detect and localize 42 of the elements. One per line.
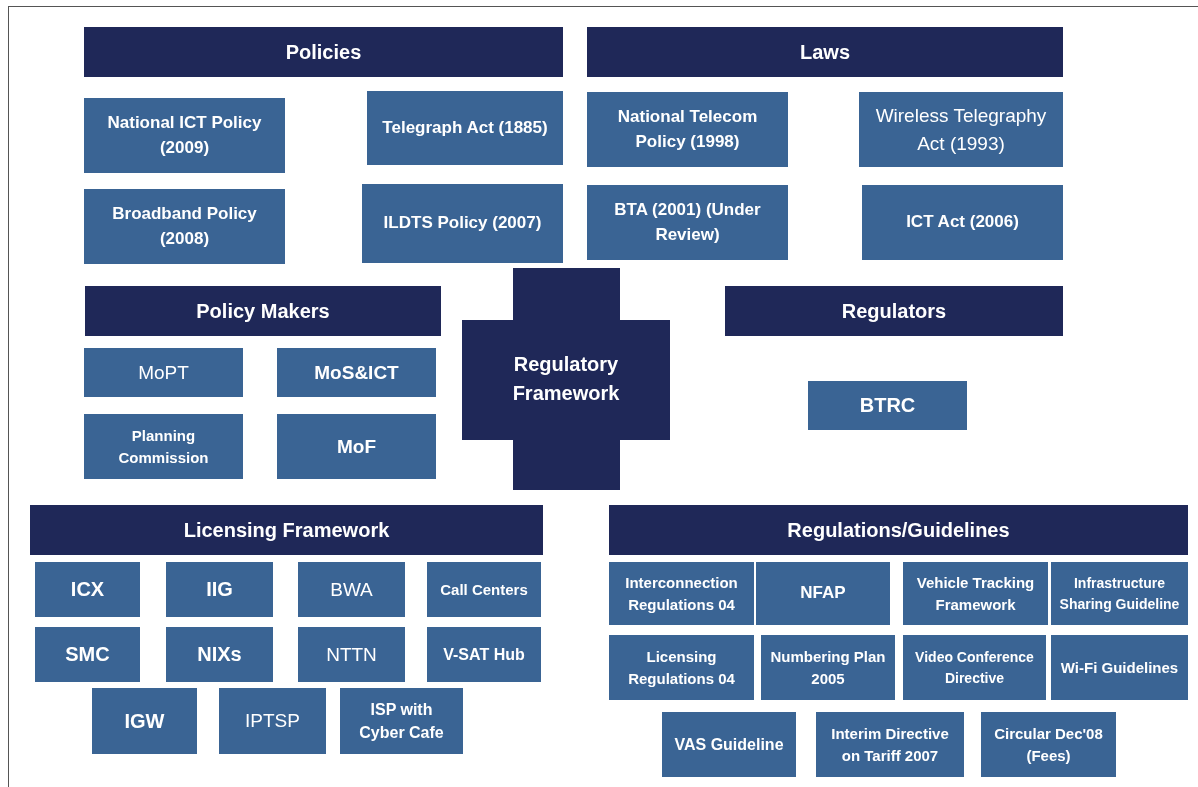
item-box: V-SAT Hub (427, 627, 541, 682)
section-header: Laws (587, 27, 1063, 77)
item-box: MoPT (84, 348, 243, 397)
item-box: Wireless Telegraphy Act (1993) (859, 92, 1063, 167)
item-box: BTA (2001) (Under Review) (587, 185, 788, 260)
item-box: BWA (298, 562, 405, 617)
item-box: Interconnection Regulations 04 (609, 562, 754, 625)
item-box: NFAP (756, 562, 890, 625)
item-box: Planning Commission (84, 414, 243, 479)
item-box: Interim Directive on Tariff 2007 (816, 712, 964, 777)
item-box: NIXs (166, 627, 273, 682)
item-box: Telegraph Act (1885) (367, 91, 563, 165)
section-header: Policies (84, 27, 563, 77)
item-box: Numbering Plan 2005 (761, 635, 895, 700)
item-box: Call Centers (427, 562, 541, 617)
item-box: ISP with Cyber Cafe (340, 688, 463, 754)
item-box: SMC (35, 627, 140, 682)
item-box: BTRC (808, 381, 967, 430)
item-box: Infrastructure Sharing Guideline (1051, 562, 1188, 625)
item-box: Circular Dec'08 (Fees) (981, 712, 1116, 777)
item-box: IIG (166, 562, 273, 617)
item-box: National ICT Policy (2009) (84, 98, 285, 173)
cross-shape: Regulatory Framework (462, 268, 670, 490)
item-box: Licensing Regulations 04 (609, 635, 754, 700)
item-box: Video Conference Directive (903, 635, 1046, 700)
item-box: Broadband Policy (2008) (84, 189, 285, 264)
item-box: National Telecom Policy (1998) (587, 92, 788, 167)
item-box: IPTSP (219, 688, 326, 754)
item-box: IGW (92, 688, 197, 754)
item-box: ICX (35, 562, 140, 617)
item-box: Wi-Fi Guidelines (1051, 635, 1188, 700)
section-header: Regulators (725, 286, 1063, 336)
item-box: MoS&ICT (277, 348, 436, 397)
item-box: Vehicle Tracking Framework (903, 562, 1048, 625)
item-box: ICT Act (2006) (862, 185, 1063, 260)
section-header: Regulations/Guidelines (609, 505, 1188, 555)
item-box: NTTN (298, 627, 405, 682)
section-header: Licensing Framework (30, 505, 543, 555)
item-box: MoF (277, 414, 436, 479)
item-box: ILDTS Policy (2007) (362, 184, 563, 263)
item-box: VAS Guideline (662, 712, 796, 777)
section-header: Policy Makers (85, 286, 441, 336)
